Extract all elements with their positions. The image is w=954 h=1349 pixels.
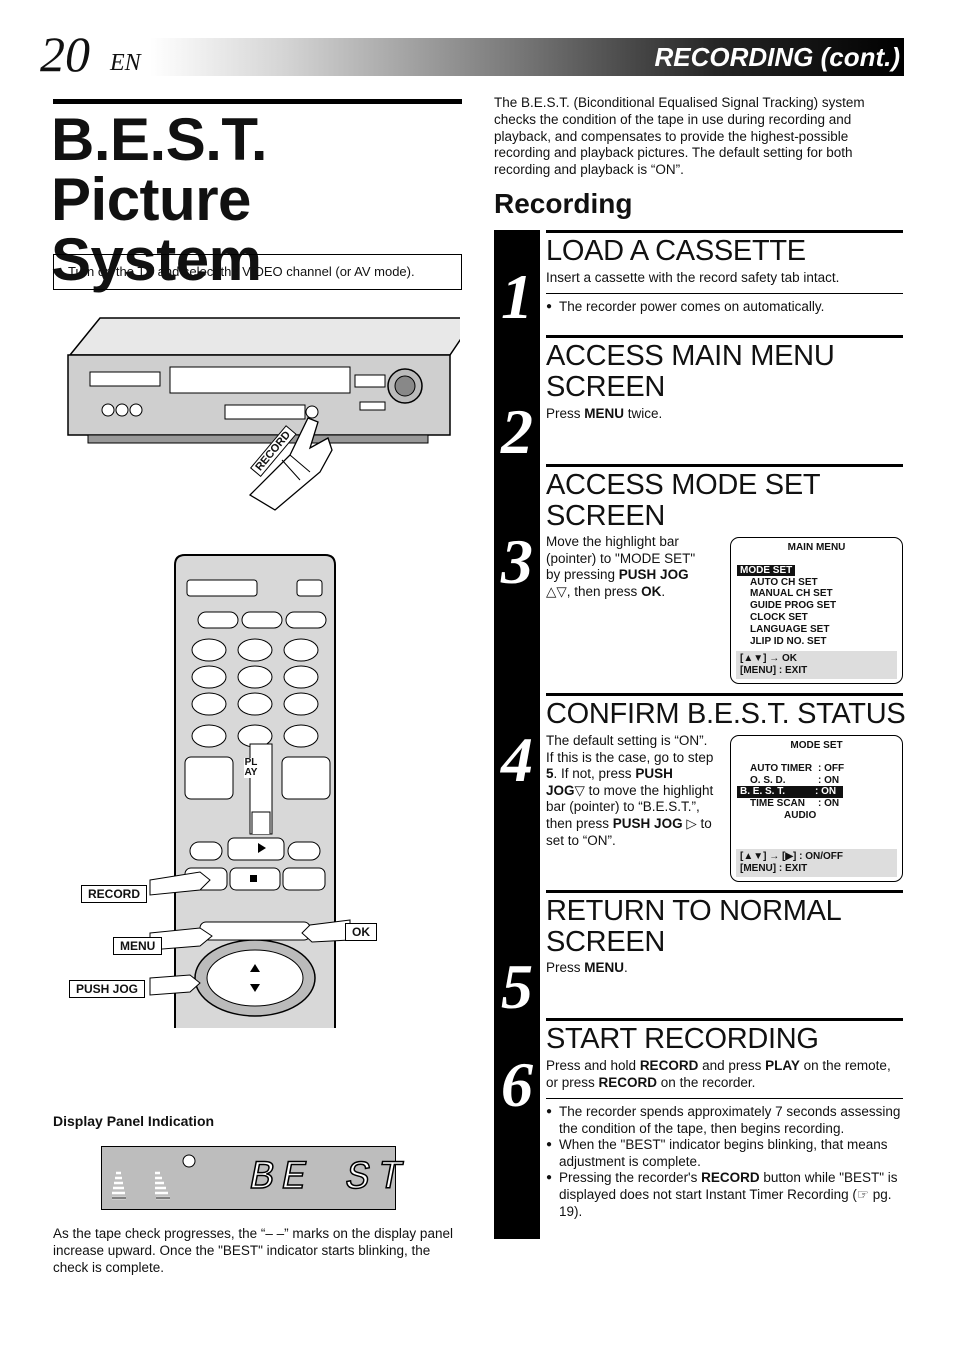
main-menu-item: LANGUAGE SET	[750, 623, 830, 635]
mode-set-footer: [▲▼] → [▶] : ON/OFF [MENU] : EXIT	[736, 849, 897, 877]
main-menu-item: MANUAL CH SET	[750, 588, 833, 600]
step-1-divider	[546, 293, 903, 294]
step-6-text: Press and hold RECORD and press PLAY on …	[546, 1058, 891, 1090]
mode-set-row: TIME SCAN: ON	[750, 798, 840, 810]
step-6-divider	[546, 1098, 903, 1099]
page-number: 20	[40, 26, 90, 82]
main-menu-footer: [▲▼] → OK [MENU] : EXIT	[736, 651, 897, 679]
step-5-number: 5	[501, 951, 533, 1022]
remote-record-label: RECORD	[81, 885, 148, 903]
main-menu-item: CLOCK SET	[750, 611, 808, 623]
mode-set-title: MODE SET	[790, 740, 843, 751]
mode-set-row: O. S. D.: ON	[750, 774, 840, 786]
main-menu-item: GUIDE PROG SET	[750, 600, 837, 612]
recording-heading: Recording	[494, 188, 633, 219]
step-6-number: 6	[501, 1049, 533, 1120]
step-6-bullet: When the "BEST" indicator begins blinkin…	[546, 1137, 903, 1170]
title-rule	[53, 99, 462, 104]
display-panel-heading: Display Panel Indication	[53, 1113, 215, 1129]
intro-text: The B.E.S.T. (Biconditional Equalised Si…	[494, 95, 865, 178]
step-1-rule	[546, 230, 903, 233]
remote-ok-label: OK	[345, 923, 377, 941]
page-title: B.E.S.T. Picture System	[51, 106, 268, 293]
step-2-rule	[546, 335, 903, 338]
mode-set-footer-exit: [MENU] : EXIT	[740, 863, 808, 875]
step-5-text: Press MENU.	[546, 960, 628, 975]
main-menu-screen: MAIN MENU MODE SET AUTO CH SET MANUAL CH…	[730, 537, 903, 684]
step-6-bullet: Pressing the recorder's RECORD button wh…	[546, 1170, 903, 1220]
remote-play-label: PLAY	[244, 757, 258, 778]
remote-illustration	[149, 554, 351, 1028]
step-2-heading: ACCESS MAIN MENU SCREEN	[546, 340, 835, 403]
remote-push-jog-label: PUSH JOG	[69, 980, 146, 998]
tape-check-marks	[112, 1154, 196, 1200]
step-3-rule	[546, 464, 903, 467]
section-title: RECORDING (cont.)	[654, 42, 900, 72]
step-sidebar	[494, 230, 540, 1239]
main-menu-footer-exit: [MENU] : EXIT	[740, 665, 808, 677]
step-6-bullet: The recorder spends approximately 7 seco…	[546, 1104, 903, 1137]
header-bar	[150, 38, 904, 76]
step-6-bullets: The recorder spends approximately 7 seco…	[546, 1104, 903, 1220]
step-3-text: Move the highlight bar (pointer) to "MOD…	[546, 534, 696, 599]
remote-menu-label: MENU	[113, 937, 163, 955]
mode-set-row-best: B. E. S. T.: ON	[737, 786, 896, 799]
display-panel	[101, 1146, 396, 1210]
main-menu-item: AUTO CH SET	[750, 576, 818, 588]
main-menu-title: MAIN MENU	[787, 542, 846, 553]
step-1-text: Insert a cassette with the record safety…	[546, 270, 840, 285]
display-caption: As the tape check progresses, the “– –” …	[53, 1226, 453, 1275]
step-4-text: The default setting is “ON”. If this is …	[546, 733, 714, 848]
step-4-number: 4	[501, 724, 533, 795]
main-menu-footer-nav: [▲▼] → OK	[740, 653, 798, 665]
step-3-heading: ACCESS MODE SET SCREEN	[546, 469, 820, 532]
mode-set-screen: MODE SET AUTO TIMER: OFF O. S. D.: ON B.…	[730, 735, 903, 882]
step-6-heading: START RECORDING	[546, 1023, 819, 1055]
step-3-number: 3	[501, 526, 533, 597]
step-1-number: 1	[501, 261, 533, 332]
step-6-rule	[546, 1018, 903, 1021]
mode-set-audio: AUDIO	[784, 809, 817, 821]
step-4-heading: CONFIRM B.E.S.T. STATUS	[546, 698, 906, 730]
page-language: EN	[110, 50, 141, 76]
step-1-bullet: The recorder power comes on automaticall…	[546, 299, 903, 316]
vcr-illustration	[67, 317, 460, 511]
step-2-number: 2	[501, 396, 533, 467]
step-2-text: Press MENU twice.	[546, 406, 663, 421]
step-1-heading: LOAD A CASSETTE	[546, 235, 806, 267]
mode-set-footer-nav: [▲▼] → [▶] : ON/OFF	[740, 851, 844, 863]
setup-note: Turn on the TV and select the VIDEO chan…	[53, 254, 462, 290]
main-menu-item: JLIP ID NO. SET	[750, 635, 827, 647]
main-menu-item-mode-set: MODE SET	[737, 564, 796, 576]
step-4-rule	[546, 693, 903, 696]
mode-set-row: AUTO TIMER: OFF	[750, 762, 845, 774]
step-5-heading: RETURN TO NORMAL SCREEN	[546, 895, 841, 958]
step-5-rule	[546, 890, 903, 893]
display-best-indicator: BE ST	[249, 1155, 411, 1202]
